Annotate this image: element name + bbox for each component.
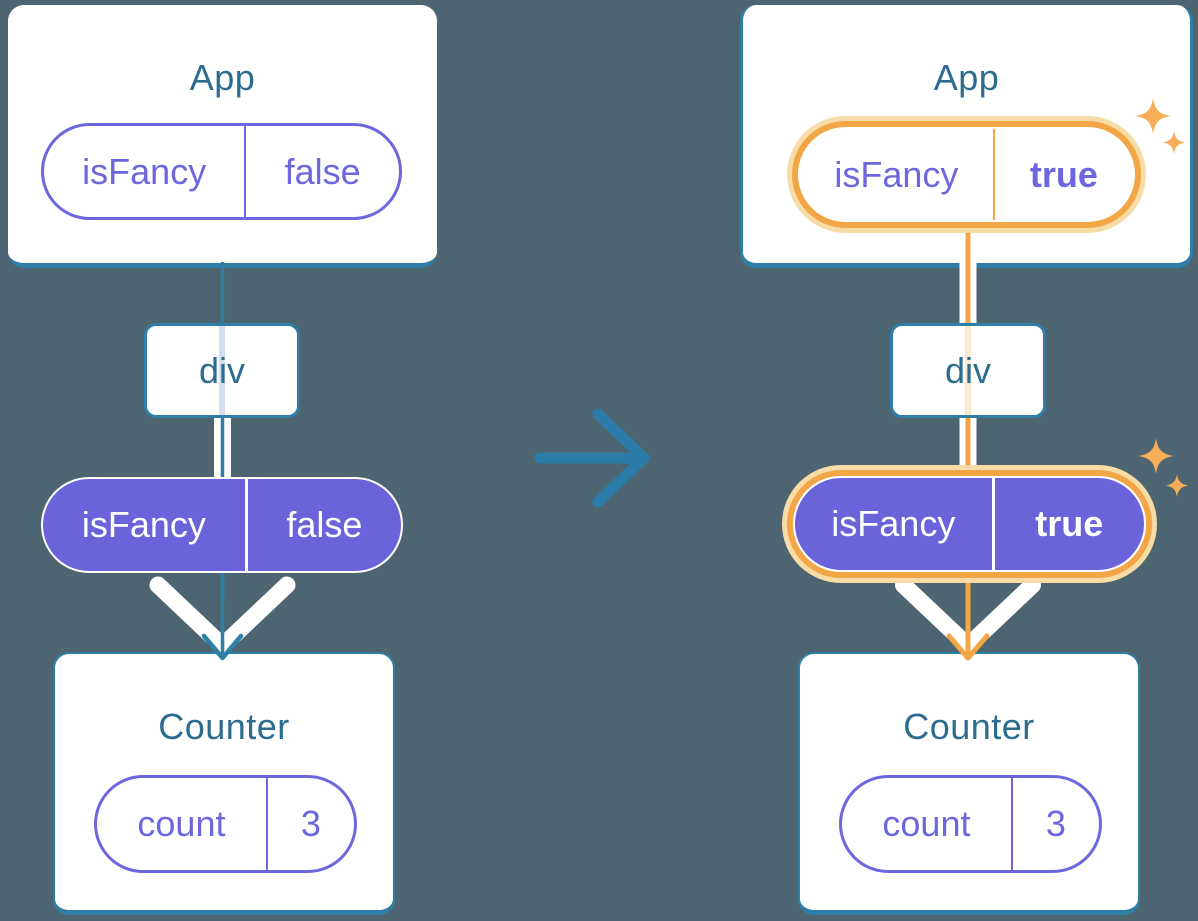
highlighted-prop-pill: isFancy true: [782, 465, 1157, 583]
app-card: App isFancy false: [8, 5, 437, 268]
after-diagram: App isFancy true div: [740, 0, 1198, 921]
counter-state-pill: count 3: [839, 775, 1102, 873]
prop-pass-band: [214, 414, 231, 486]
transition-arrow-icon: [534, 408, 650, 508]
render-chevron: [149, 576, 296, 655]
highlighted-app-state-pill: isFancy true: [787, 116, 1146, 233]
div-label: div: [198, 349, 246, 391]
div-label: div: [944, 349, 992, 391]
prop-name: isFancy: [795, 478, 995, 570]
state-name: count: [97, 778, 268, 870]
before-diagram: App isFancy false div isFancy false Coun…: [0, 0, 460, 921]
app-title: App: [933, 57, 1000, 98]
state-value: 3: [300, 803, 321, 844]
counter-state-pill: count 3: [94, 775, 357, 873]
prop-pill: isFancy false: [41, 477, 403, 573]
state-name: isFancy: [44, 126, 247, 217]
prop-value: true: [1035, 503, 1104, 544]
prop-name: isFancy: [43, 479, 248, 571]
app-title: App: [189, 57, 256, 98]
state-name: isFancy: [800, 129, 995, 220]
render-chevron: [895, 576, 1041, 655]
state-value: true: [1029, 153, 1098, 195]
counter-title: Counter: [158, 706, 290, 747]
state-name: count: [842, 778, 1013, 870]
state-value: 3: [1045, 803, 1066, 844]
div-node: div: [890, 323, 1046, 418]
app-state-pill: isFancy false: [41, 123, 402, 220]
counter-title: Counter: [903, 706, 1035, 747]
counter-card: Counter count 3: [53, 652, 395, 915]
prop-value: false: [286, 504, 363, 545]
pass-through-line: [965, 326, 971, 415]
div-node: div: [144, 323, 300, 418]
counter-card: Counter count 3: [798, 652, 1140, 915]
state-value: false: [284, 150, 361, 192]
pass-through-line: [219, 326, 225, 415]
